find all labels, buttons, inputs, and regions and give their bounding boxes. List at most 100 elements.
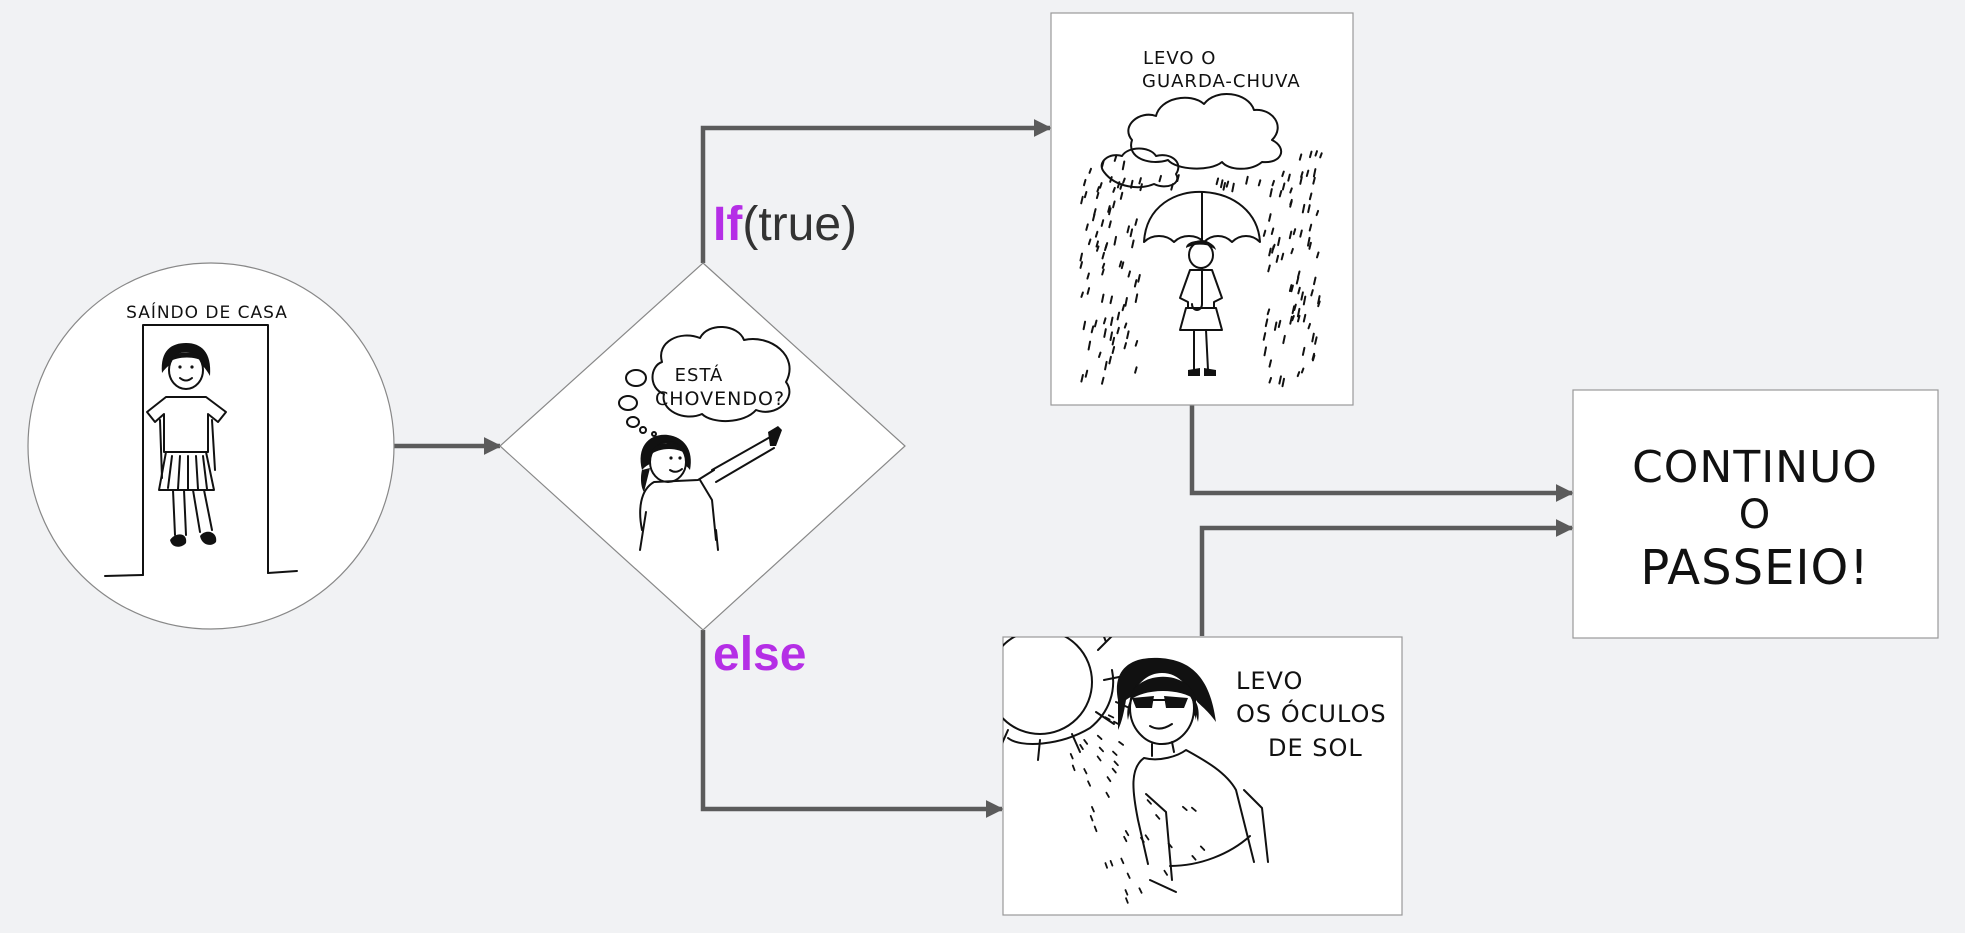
rain-drop <box>1079 252 1083 262</box>
rain-drop <box>1107 205 1111 213</box>
start-node[interactable]: SAÍNDO DE CASA <box>27 262 395 630</box>
rain-drop <box>1288 230 1293 240</box>
sun-ray <box>1104 716 1111 721</box>
rain-drop <box>1087 238 1092 246</box>
rain-drop <box>1113 155 1118 162</box>
sun-ray <box>1069 753 1074 760</box>
rain-drop <box>1126 225 1130 234</box>
rain-drop <box>1080 291 1084 298</box>
end-node[interactable]: CONTINUO O PASSEIO! <box>1572 389 1939 639</box>
rain-drop <box>1271 179 1275 187</box>
rain-drop <box>1307 204 1311 214</box>
rain-drop <box>1297 314 1301 323</box>
rain-drop <box>1131 239 1135 249</box>
rain-drop <box>1302 313 1307 323</box>
rain-drop <box>1176 174 1180 182</box>
connector-decision-to-rain <box>700 119 1052 263</box>
rain-drop <box>1170 183 1174 191</box>
rain-drop <box>1268 247 1272 257</box>
rain-drop <box>1281 377 1285 388</box>
rain-node-line1: LEVO O <box>1143 48 1216 69</box>
rain-drop <box>1095 191 1100 200</box>
rain-node[interactable]: LEVO O GUARDA-CHUVA <box>1050 12 1354 406</box>
sun-ray <box>1124 889 1129 896</box>
sun-ray <box>1126 872 1131 879</box>
rain-drop <box>1296 307 1301 318</box>
rain-drop <box>1315 209 1320 217</box>
rain-drop <box>1225 180 1230 188</box>
rain-drop <box>1101 376 1105 385</box>
sun-ray <box>1138 887 1143 894</box>
sun-ray <box>1107 714 1115 719</box>
sun-ray <box>1096 755 1102 762</box>
rain-drop <box>1282 334 1286 345</box>
sun-ray <box>1191 806 1197 812</box>
rain-drop <box>1119 191 1124 200</box>
sun-ray <box>1079 744 1084 750</box>
rain-drop <box>1268 213 1272 222</box>
rain-drop <box>1289 315 1293 325</box>
rain-drop <box>1082 320 1087 331</box>
rain-drop <box>1280 252 1285 261</box>
rain-drop <box>1268 359 1272 368</box>
rain-drop <box>1300 291 1304 301</box>
rain-drop <box>1289 187 1293 194</box>
rain-drop <box>1104 243 1108 252</box>
rain-drop <box>1137 274 1141 283</box>
sun-ray <box>1109 860 1114 867</box>
rain-drop <box>1281 182 1286 191</box>
rain-drop <box>1096 186 1100 193</box>
rain-drop <box>1121 304 1126 312</box>
rain-drop <box>1109 295 1113 305</box>
rain-drop <box>1287 173 1291 182</box>
rain-drop <box>1314 150 1318 157</box>
sun-ray <box>1146 799 1152 805</box>
rain-drop <box>1312 176 1316 185</box>
rain-drop <box>1316 251 1320 259</box>
rain-drop <box>1277 236 1281 247</box>
rain-drop <box>1098 351 1102 358</box>
rain-drop <box>1302 295 1307 306</box>
rain-drop <box>1103 317 1107 325</box>
if-true-label: If(true) <box>713 198 857 251</box>
rain-drop <box>1124 297 1128 307</box>
rain-drop <box>1126 330 1130 340</box>
sun-ray <box>1182 805 1188 811</box>
rain-drop <box>1220 179 1224 189</box>
sun-ray <box>1123 835 1128 843</box>
rain-drop <box>1297 286 1301 295</box>
decision-bubble-line2: CHOVENDO? <box>655 388 785 410</box>
rain-drop <box>1300 367 1305 374</box>
sun-ray <box>1098 746 1104 753</box>
rain-drop <box>1245 175 1249 185</box>
rain-drop <box>1100 219 1105 227</box>
sun-rays <box>1069 714 1206 904</box>
rain-drop <box>1266 308 1271 316</box>
rain-drop <box>1109 331 1113 341</box>
rain-drop <box>1094 230 1099 238</box>
rain-drop <box>1310 289 1314 297</box>
rain-drop <box>1123 322 1128 329</box>
rain-drop <box>1130 179 1134 189</box>
rain-drop <box>1108 220 1112 229</box>
rain-drop <box>1134 218 1138 226</box>
rain-drop <box>1094 319 1098 328</box>
rain-drop <box>1101 251 1105 260</box>
rain-drop <box>1087 340 1092 351</box>
connector-decision-to-sun <box>700 630 1004 818</box>
rain-drop <box>1116 326 1120 335</box>
sun-ray <box>1113 720 1120 725</box>
rain-drop <box>1116 181 1121 189</box>
sun-ray <box>1124 830 1130 837</box>
rain-drop <box>1121 160 1126 171</box>
rain-drop <box>1158 174 1162 183</box>
sun-node[interactable]: LEVO OS ÓCULOS DE SOL <box>988 626 1403 916</box>
rain-drops <box>1079 150 1323 388</box>
rain-drop <box>1308 223 1313 232</box>
rain-drop <box>1262 229 1267 237</box>
connectors <box>394 119 1574 818</box>
decision-node[interactable]: ESTÁ CHOVENDO? <box>499 262 906 631</box>
rain-drop <box>1297 270 1301 279</box>
rain-drop <box>1083 191 1088 199</box>
